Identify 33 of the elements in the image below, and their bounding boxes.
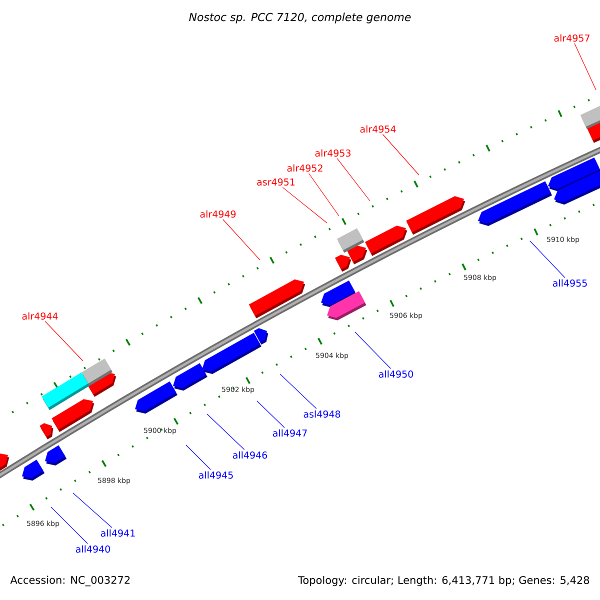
leader-line bbox=[336, 158, 370, 202]
leader-line bbox=[574, 43, 596, 90]
leader-line bbox=[206, 414, 245, 450]
gene-label: all4947 bbox=[272, 429, 307, 437]
genome-info-text: Topology: circular; Length: 6,413,771 bp; Genes: 5,428 bbox=[298, 576, 590, 586]
leader-line bbox=[72, 492, 112, 528]
leader-line bbox=[186, 444, 211, 470]
gene-label: all4955 bbox=[552, 279, 587, 287]
gene-label: asr4951 bbox=[257, 178, 295, 186]
leader-line bbox=[222, 219, 260, 260]
leader-line bbox=[382, 134, 420, 176]
leader-line bbox=[256, 400, 285, 428]
gene-label: all4950 bbox=[378, 370, 413, 378]
title: Nostoc sp. PCC 7120, complete genome bbox=[189, 12, 411, 24]
leader-line bbox=[44, 321, 84, 362]
leader-line bbox=[280, 374, 317, 409]
gene-label: alr4954 bbox=[360, 125, 396, 133]
gene-label: all4946 bbox=[232, 451, 268, 459]
gene-label: alr4953 bbox=[315, 149, 350, 157]
gene-label: alr4952 bbox=[287, 164, 322, 172]
accession-text: Accession: NC_003272 bbox=[10, 576, 130, 586]
leader-line bbox=[308, 173, 340, 216]
leader-line bbox=[282, 187, 328, 224]
gene-label: alr4944 bbox=[22, 312, 58, 320]
gene-label: alr4949 bbox=[200, 210, 236, 218]
gene-label: alr4957 bbox=[554, 34, 590, 42]
gene-label: all4940 bbox=[76, 545, 110, 553]
gene-label: asl4948 bbox=[304, 410, 340, 418]
leader-line bbox=[50, 506, 88, 544]
leader-line bbox=[354, 332, 392, 369]
gene-label: all4941 bbox=[100, 529, 135, 537]
gene-label: all4945 bbox=[198, 471, 233, 479]
leader-line bbox=[530, 240, 566, 278]
